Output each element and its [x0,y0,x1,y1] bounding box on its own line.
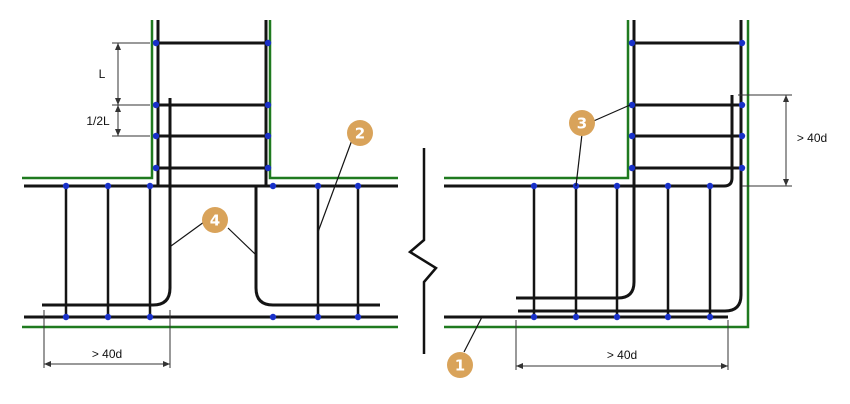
right-detail: > 40d > 40d 3 1 [444,20,827,378]
badge-2 [347,120,373,146]
badge-4-leader-b [227,227,256,255]
badge-4-number: 4 [210,212,220,230]
right-beam-top-bar [444,95,734,188]
right-anchorage-dimension [515,320,729,370]
left-detail: L 1/2L > 40d 2 4 [22,20,398,368]
badge-3 [569,110,595,136]
badge-4-leader-a [170,221,205,247]
left-bar-dots [62,39,362,321]
badge-1-leader [463,316,483,353]
badge-3-number: 3 [577,115,587,133]
right-lap-dimension [738,94,792,187]
badge-1-number: 1 [455,357,465,375]
spacing-half-l-label: 1/2L [86,114,110,128]
right-corner-outer-bar [518,20,743,313]
left-anchored-bar-b [254,186,380,307]
left-concrete-outline [22,20,398,329]
spacing-l-label: L [99,67,106,81]
left-anchorage-label: > 40d [92,347,122,361]
spacing-dimension [112,42,150,137]
badge-1 [447,352,473,378]
badge-3-leader-a [588,104,631,124]
right-bar-dots [530,39,746,321]
left-anchored-bar-a [42,98,172,307]
badge-3-leader-b [575,133,583,187]
badge-4 [202,207,228,233]
right-concrete-outline [444,20,750,329]
right-anchorage-label: > 40d [607,348,637,362]
badge-2-leader [317,139,353,233]
badge-2-number: 2 [355,125,365,143]
left-anchorage-dimension [43,310,171,368]
right-lap-label: > 40d [797,131,827,145]
break-line [407,148,438,354]
